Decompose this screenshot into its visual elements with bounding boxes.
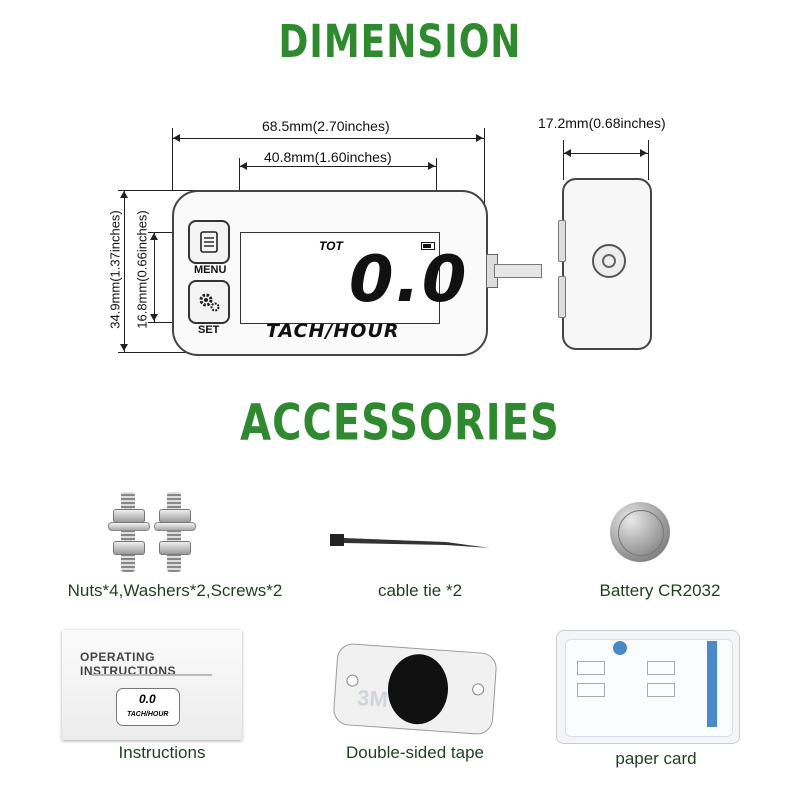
battery-image	[610, 502, 670, 562]
width-lcd-label: 40.8mm(1.60inches)	[264, 149, 392, 165]
menu-label: MENU	[194, 264, 227, 276]
tach-hour-brand: TACH/HOUR	[266, 320, 400, 342]
caption-battery: Battery CR2032	[599, 581, 721, 600]
tot-label: TOT	[319, 239, 343, 253]
manual-mini-reading: 0.0	[139, 692, 156, 706]
lcd-reading: 0.0	[349, 243, 469, 317]
height-total-label: 34.9mm(1.37inches)	[107, 210, 123, 329]
manual-gauge-thumbnail: 0.0 TACH/HOUR	[116, 688, 180, 726]
mounting-hole	[592, 244, 626, 278]
lcd-display: TOT 0.0	[240, 232, 466, 324]
gear-icon	[199, 293, 220, 312]
caption-instructions: Instructions	[118, 743, 206, 762]
paper-card	[556, 630, 740, 744]
set-label: SET	[198, 324, 220, 336]
wire-lead	[494, 264, 542, 278]
height-lcd-label: 16.8mm(0.66inches)	[134, 210, 150, 329]
accessories-heading: ACCESSORIES	[240, 394, 560, 452]
instructions-booklet: OPERATING INSTRUCTIONS 0.0 TACH/HOUR	[62, 630, 242, 740]
tape-brand: 3M	[356, 685, 389, 713]
depth-label: 17.2mm(0.68inches)	[538, 115, 666, 131]
tach-hour-meter-front: MENU SET TOT 0.0 TACH/HOUR	[172, 190, 498, 356]
manual-mini-brand: TACH/HOUR	[127, 711, 169, 718]
dimension-heading: DIMENSION	[278, 16, 522, 69]
list-icon	[200, 231, 218, 253]
cable-tie-image	[330, 534, 490, 548]
width-total-label: 68.5mm(2.70inches)	[262, 118, 390, 134]
caption-tape: Double-sided tape	[346, 743, 484, 762]
menu-button[interactable]	[188, 220, 230, 264]
caption-cable-tie: cable tie *2	[377, 581, 463, 600]
double-sided-tape: 3M	[332, 642, 498, 736]
set-button[interactable]	[188, 280, 230, 324]
caption-paper-card: paper card	[615, 749, 697, 768]
tach-hour-meter-side	[558, 178, 652, 350]
caption-hardware: Nuts*4,Washers*2,Screws*2	[67, 581, 283, 600]
foam-pad	[385, 652, 451, 727]
battery-icon	[421, 242, 435, 250]
